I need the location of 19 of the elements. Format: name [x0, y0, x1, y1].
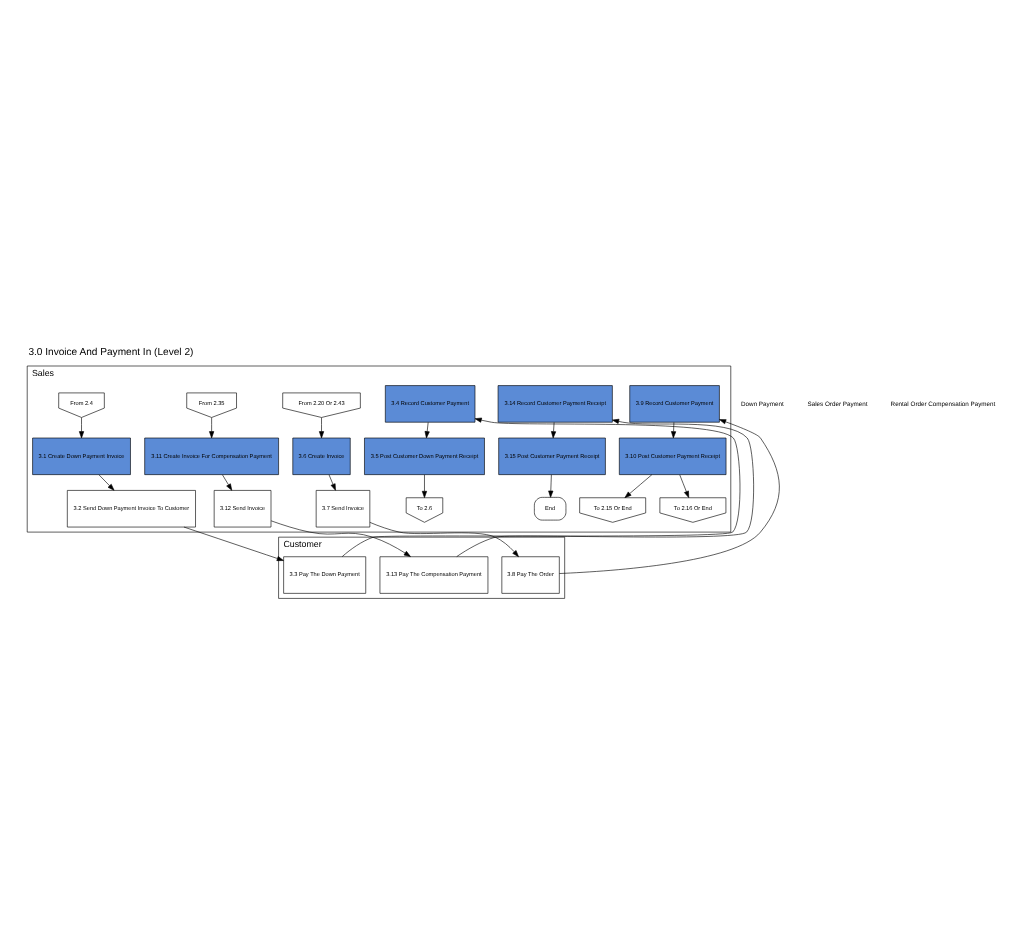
- arrow: [423, 421, 429, 438]
- arrow: [269, 519, 410, 556]
- arrow: [678, 473, 689, 497]
- arrow: [78, 416, 84, 438]
- arrow: [420, 473, 426, 497]
- arrow: [455, 417, 753, 556]
- arrow: [97, 473, 114, 490]
- arrow: [368, 521, 518, 556]
- arrow: [182, 525, 283, 560]
- arrow: [340, 416, 740, 556]
- arrow: [550, 421, 556, 438]
- arrow: [318, 416, 324, 438]
- arrow: [208, 416, 214, 438]
- arrow: [623, 473, 652, 497]
- arrow: [327, 473, 335, 490]
- arrow: [670, 421, 676, 438]
- arrow: [547, 473, 553, 497]
- arrow: [221, 473, 232, 490]
- arrow: [558, 418, 779, 573]
